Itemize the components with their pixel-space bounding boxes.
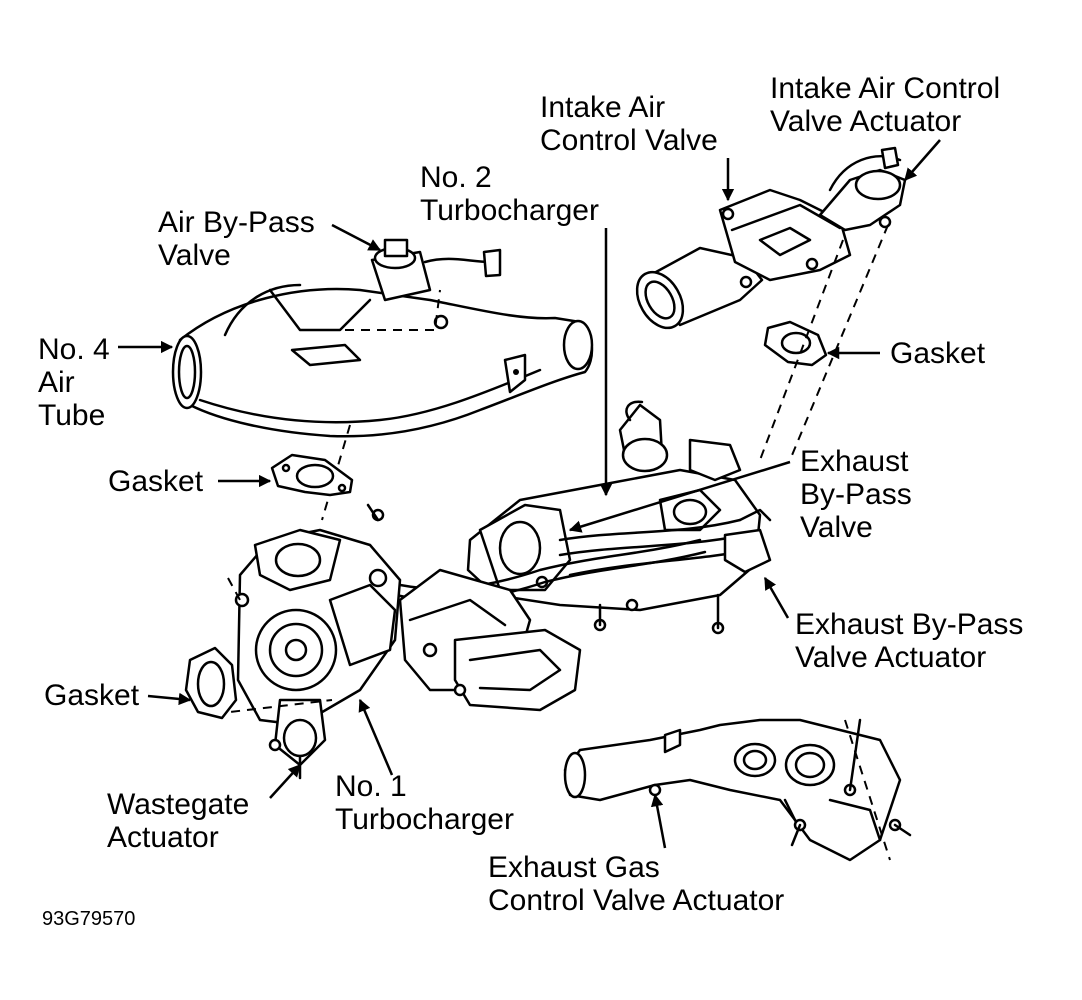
label-wastegate-actuator: Wastegate Actuator: [107, 788, 250, 854]
label-gasket-right: Gasket: [890, 337, 986, 370]
label-exhaust-gas-control-valve-actuator: Exhaust Gas Control Valve Actuator: [488, 851, 785, 917]
label-exhaust-bypass-valve: Exhaust By-Pass Valve: [800, 445, 912, 544]
gasket-right-drawing: [759, 224, 889, 461]
label-no2-turbocharger: No. 2 Turbocharger: [420, 161, 599, 227]
no1-turbocharger-drawing: [214, 503, 582, 780]
figure-id: 93G79570: [42, 908, 136, 930]
intake-air-control-valve-drawing: [635, 146, 907, 330]
label-exhaust-bypass-valve-actuator: Exhaust By-Pass Valve Actuator: [795, 608, 1024, 674]
gasket-left-drawing: [184, 646, 238, 720]
label-no4-air-tube: No. 4 Air Tube: [38, 333, 110, 432]
label-air-bypass-valve: Air By-Pass Valve: [158, 206, 315, 272]
exhaust-gas-control-valve-drawing: [563, 718, 912, 862]
leader-arrows: [118, 139, 941, 849]
label-gasket-left: Gasket: [44, 679, 140, 712]
gasket-mid-drawing: [270, 453, 354, 497]
label-gasket-mid: Gasket: [108, 465, 204, 498]
label-intake-air-control-valve-actuator: Intake Air Control Valve Actuator: [770, 72, 1001, 138]
no4-air-tube-drawing: [171, 238, 594, 521]
label-no1-turbocharger: No. 1 Turbocharger: [335, 770, 514, 836]
label-intake-air-control-valve: Intake Air Control Valve: [540, 91, 718, 157]
